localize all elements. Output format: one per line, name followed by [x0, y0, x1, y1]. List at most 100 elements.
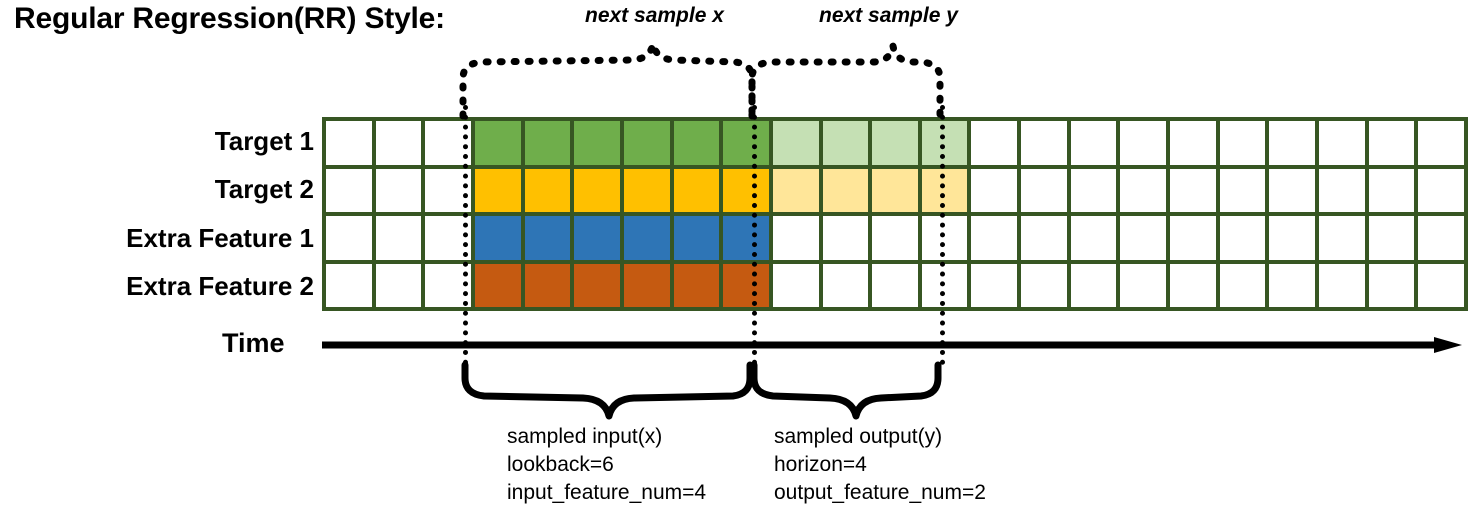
grid-cell-r2-c11	[822, 168, 869, 212]
grid-cell-r1-c9	[723, 121, 769, 165]
grid-cell-r4-c2	[375, 263, 422, 307]
grid-cell-r4-c23	[1418, 263, 1464, 307]
bracket-next-sample-y	[748, 45, 944, 120]
grid-cell-r1-c17	[1120, 121, 1167, 165]
grid-cell-r2-c8	[673, 168, 720, 212]
grid-cell-r3-c19	[1219, 216, 1266, 260]
grid-cell-r1-c14	[971, 121, 1018, 165]
grid-cell-r4-c14	[971, 263, 1018, 307]
grid-cell-r4-c4	[474, 263, 521, 307]
grid-cell-r3-c7	[623, 216, 670, 260]
grid-cell-r3-c23	[1418, 216, 1464, 260]
grid-cell-r4-c6	[574, 263, 620, 307]
grid-cell-r2-c19	[1219, 168, 1266, 212]
grid-cell-r2-c22	[1368, 168, 1415, 212]
bracket-sampled-output	[750, 361, 942, 420]
grid-cell-r4-c9	[723, 263, 769, 307]
grid-cell-r3-c21	[1319, 216, 1365, 260]
grid-cell-r3-c2	[375, 216, 422, 260]
timeline-grid	[322, 117, 1468, 311]
grid-cell-r3-c16	[1070, 216, 1117, 260]
grid-cell-r2-c9	[723, 168, 769, 212]
grid-cell-r4-c17	[1120, 263, 1167, 307]
grid-cell-r3-c8	[673, 216, 720, 260]
grid-cell-r3-c10	[772, 216, 819, 260]
caption-sampled-output: sampled output(y) horizon=4 output_featu…	[774, 423, 986, 507]
grid-cell-r4-c1	[326, 263, 372, 307]
grid-cell-r4-c12	[872, 263, 918, 307]
grid-cell-r1-c7	[623, 121, 670, 165]
grid-cell-r2-c2	[375, 168, 422, 212]
grid-cell-r4-c11	[822, 263, 869, 307]
caption-sampled-output-line1: sampled output(y)	[774, 425, 943, 448]
grid-cell-r3-c1	[326, 216, 372, 260]
caption-sampled-output-line3: output_feature_num=2	[774, 480, 986, 504]
grid-cell-r4-c5	[524, 263, 571, 307]
grid-cell-r4-c18	[1170, 263, 1216, 307]
grid-cell-r1-c19	[1219, 121, 1266, 165]
grid-cell-r3-c18	[1170, 216, 1216, 260]
grid-cell-r1-c16	[1070, 121, 1117, 165]
grid-cell-r4-c20	[1269, 263, 1316, 307]
caption-sampled-input: sampled input(x) lookback=6 input_featur…	[507, 423, 706, 507]
grid-cell-r2-c10	[772, 168, 819, 212]
bracket-sampled-input	[461, 361, 754, 420]
caption-sampled-input-line3: input_feature_num=4	[507, 480, 707, 504]
grid-cell-r1-c1	[326, 121, 372, 165]
grid-cell-r2-c12	[872, 168, 918, 212]
page-title: Regular Regression(RR) Style:	[14, 2, 445, 35]
grid-cell-r3-c9	[723, 216, 769, 260]
grid-cell-r1-c15	[1021, 121, 1067, 165]
grid-cell-r2-c6	[574, 168, 620, 212]
grid-cell-r2-c7	[623, 168, 670, 212]
grid-cell-r1-c21	[1319, 121, 1365, 165]
grid-cell-r1-c11	[822, 121, 869, 165]
grid-cell-r2-c14	[971, 168, 1018, 212]
row-label-extra-feature-2: Extra Feature 2	[126, 271, 314, 301]
grid-cell-r1-c18	[1170, 121, 1216, 165]
grid-cell-r3-c17	[1120, 216, 1167, 260]
grid-cell-r3-c12	[872, 216, 918, 260]
grid-cell-r2-c21	[1319, 168, 1365, 212]
grid-cell-r2-c17	[1120, 168, 1167, 212]
grid-cell-r4-c10	[772, 263, 819, 307]
grid-cell-r1-c4	[474, 121, 521, 165]
grid-cell-r3-c11	[822, 216, 869, 260]
grid-cell-r2-c18	[1170, 168, 1216, 212]
time-axis-label: Time	[222, 328, 285, 358]
caption-next-sample-y: next sample y	[819, 4, 958, 27]
grid-cell-r3-c4	[474, 216, 521, 260]
grid-cell-r4-c16	[1070, 263, 1117, 307]
grid-cell-r2-c20	[1269, 168, 1316, 212]
grid-cell-r2-c1	[326, 168, 372, 212]
grid-cell-r1-c10	[772, 121, 819, 165]
grid-cell-r3-c14	[971, 216, 1018, 260]
grid-cell-r1-c5	[524, 121, 571, 165]
grid-cell-r3-c22	[1368, 216, 1415, 260]
guide-line-input-end	[752, 105, 757, 365]
grid-cell-r2-c5	[524, 168, 571, 212]
guide-line-input-start	[463, 105, 468, 365]
grid-cell-r4-c22	[1368, 263, 1415, 307]
grid-cell-r4-c19	[1219, 263, 1266, 307]
grid-cell-r4-c21	[1319, 263, 1365, 307]
row-label-target-2: Target 2	[214, 174, 314, 204]
grid-cell-r1-c8	[673, 121, 720, 165]
grid-cell-r1-c20	[1269, 121, 1316, 165]
grid-cell-r3-c20	[1269, 216, 1316, 260]
grid-cell-r4-c15	[1021, 263, 1067, 307]
caption-sampled-input-line2: lookback=6	[507, 452, 614, 476]
time-axis-arrow	[322, 337, 1462, 353]
grid-cell-r1-c12	[872, 121, 918, 165]
grid-cell-r4-c8	[673, 263, 720, 307]
grid-cell-r2-c23	[1418, 168, 1464, 212]
grid-cell-r2-c16	[1070, 168, 1117, 212]
grid-cell-r3-c5	[524, 216, 571, 260]
caption-sampled-output-line2: horizon=4	[774, 452, 867, 476]
guide-line-output-end	[940, 105, 945, 365]
grid-cell-r1-c2	[375, 121, 422, 165]
grid-cell-r2-c15	[1021, 168, 1067, 212]
grid-cell-r1-c6	[574, 121, 620, 165]
grid-cell-r4-c7	[623, 263, 670, 307]
